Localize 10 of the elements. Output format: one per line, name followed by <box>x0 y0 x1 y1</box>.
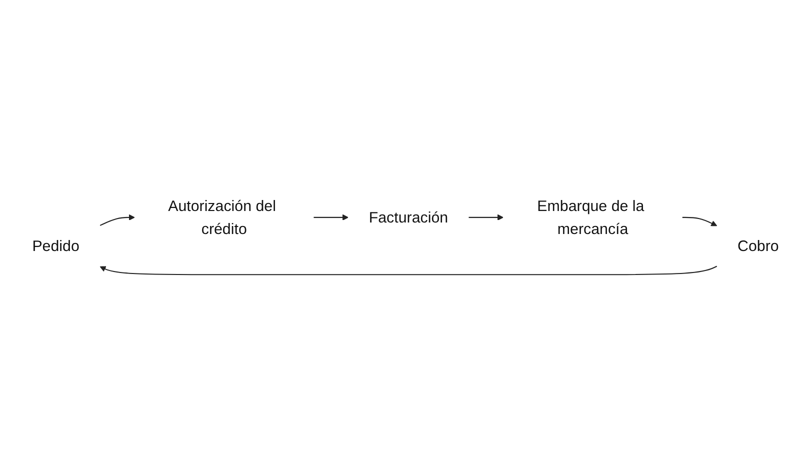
node-text: Pedido <box>32 237 80 255</box>
node-text: Facturación <box>368 208 448 226</box>
arrow <box>468 214 504 220</box>
arrow <box>100 214 135 226</box>
node-text: Embarque de la mercancía <box>537 197 644 238</box>
node-text: Autorización del crédito <box>168 197 276 238</box>
arrow <box>682 216 718 226</box>
arrow <box>100 266 718 276</box>
arrow <box>314 214 348 220</box>
node-text: Cobro <box>738 237 779 255</box>
